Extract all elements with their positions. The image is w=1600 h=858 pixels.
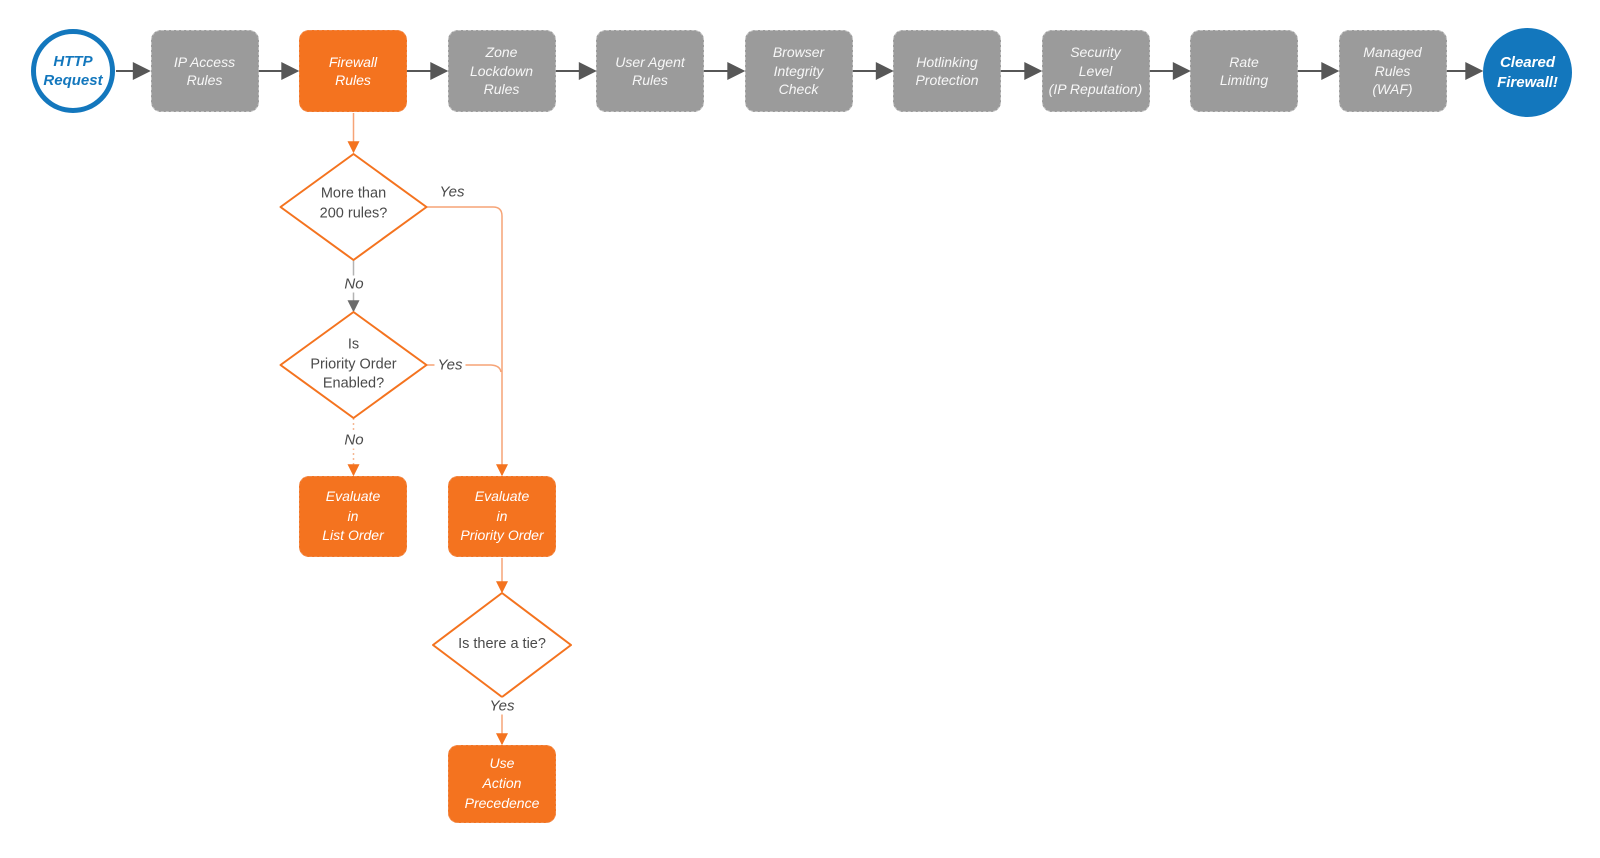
decision-diamonds xyxy=(279,153,572,698)
decision1-diamond-shape xyxy=(279,153,428,261)
end-node-cleared-firewall: Cleared Firewall! xyxy=(1483,28,1572,117)
decision3-diamond-shape xyxy=(432,592,572,698)
edge-label-decision2-yes: Yes xyxy=(434,356,466,374)
connector-decision2-yes-merge xyxy=(426,364,502,373)
stage-managed-rules-waf: Managed Rules (WAF) xyxy=(1338,30,1447,112)
stage-browser-integrity-check: Browser Integrity Check xyxy=(744,30,853,112)
start-node-http-request: HTTP Request xyxy=(31,29,115,113)
edge-label-decision1-no: No xyxy=(341,275,367,293)
edge-label-decision1-yes: Yes xyxy=(436,183,468,201)
stage-rate-limiting: Rate Limiting xyxy=(1190,30,1298,112)
stage-firewall-rules: Firewall Rules xyxy=(299,30,407,112)
action-evaluate-list-order: Evaluate in List Order xyxy=(299,476,407,557)
edge-label-decision2-no: No xyxy=(341,431,367,449)
decision1-question: More than 200 rules? xyxy=(319,185,388,221)
action-evaluate-priority-order: Evaluate in Priority Order xyxy=(448,476,556,557)
stage-user-agent-rules: User Agent Rules xyxy=(596,30,704,112)
decision3-question: Is there a tie? xyxy=(458,636,546,653)
stage-ip-access-rules: IP Access Rules xyxy=(150,30,259,112)
stage-hotlinking-protection: Hotlinking Protection xyxy=(893,30,1001,112)
connector-decision1-yes-to-priority-order xyxy=(426,206,508,477)
action-use-action-precedence: Use Action Precedence xyxy=(448,745,556,823)
decision2-diamond-shape xyxy=(279,311,428,419)
edge-label-decision3-yes: Yes xyxy=(486,697,518,715)
decision2-question: Is Priority Order Enabled? xyxy=(310,336,397,392)
stage-zone-lockdown-rules: Zone Lockdown Rules xyxy=(447,30,556,112)
stage-security-level: Security Level (IP Reputation) xyxy=(1041,30,1150,112)
